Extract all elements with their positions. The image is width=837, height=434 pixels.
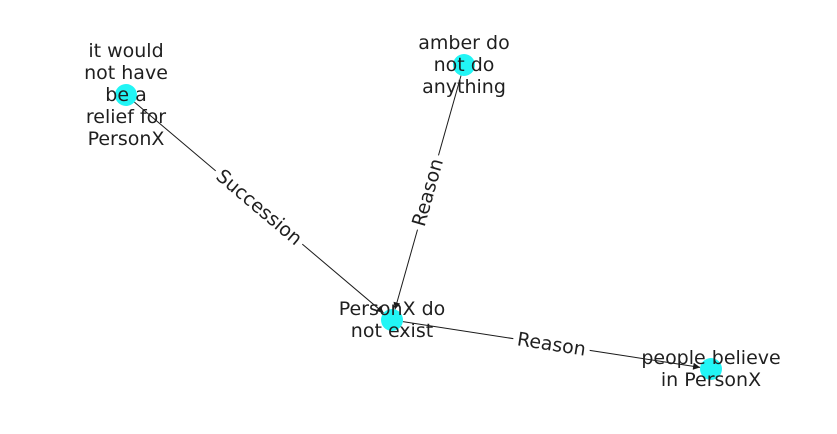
edge-label-background [207, 161, 311, 254]
node-label-line: it would [88, 40, 163, 62]
node-label-line: relief for [86, 106, 166, 128]
nodes-layer [115, 54, 722, 380]
edge-label-background [511, 326, 592, 363]
node-label-line: be a [105, 84, 146, 106]
node-it-would-not-have-be-a-relief[interactable] [115, 84, 137, 106]
node-label-line: PersonX [88, 128, 165, 150]
node-amber-do-not-do-anything[interactable] [453, 54, 475, 76]
edge-label-background [405, 152, 451, 233]
edge-label-group: Reason [405, 152, 451, 233]
node-label-line: in PersonX [661, 369, 761, 391]
node-label-line: anything [422, 76, 506, 98]
edge-label-group: Reason [511, 326, 592, 363]
node-label-line: people believe [641, 347, 780, 369]
node-personx-do-not-exist[interactable] [381, 309, 403, 331]
edge-label: Reason [408, 156, 448, 229]
edge-label: Succession [212, 165, 307, 250]
edge-label-group: Succession [207, 161, 311, 254]
node-label-line: not do [434, 54, 495, 76]
node-people-believe-in-personx[interactable] [700, 358, 722, 380]
node-label-line: amber do [418, 32, 509, 54]
node-label-line: not have [84, 62, 168, 84]
node-label-line: PersonX do [339, 298, 446, 320]
node-label-line: not exist [351, 320, 433, 342]
